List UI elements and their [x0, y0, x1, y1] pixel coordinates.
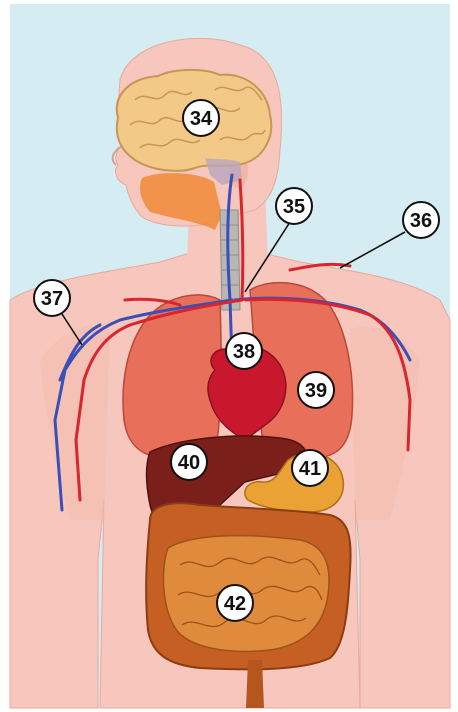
- callout-label: 42: [224, 593, 246, 615]
- callout-40: 40: [171, 444, 207, 480]
- callout-label: 40: [178, 452, 200, 474]
- callout-label: 37: [41, 288, 63, 310]
- callout-36: 36: [403, 202, 439, 238]
- callout-label: 35: [283, 196, 305, 218]
- callout-label: 34: [190, 108, 213, 130]
- callout-label: 41: [299, 458, 321, 480]
- callout-label: 36: [410, 210, 432, 232]
- callout-35: 35: [276, 188, 312, 224]
- left-white-border: [0, 0, 10, 712]
- callout-37: 37: [34, 280, 70, 316]
- callout-41: 41: [292, 450, 328, 486]
- callout-34: 34: [183, 100, 219, 136]
- rectum: [246, 660, 264, 708]
- callout-42: 42: [217, 585, 253, 621]
- callout-label: 38: [233, 341, 255, 363]
- callout-label: 39: [305, 380, 327, 402]
- callout-39: 39: [298, 372, 334, 408]
- callout-38: 38: [226, 333, 262, 369]
